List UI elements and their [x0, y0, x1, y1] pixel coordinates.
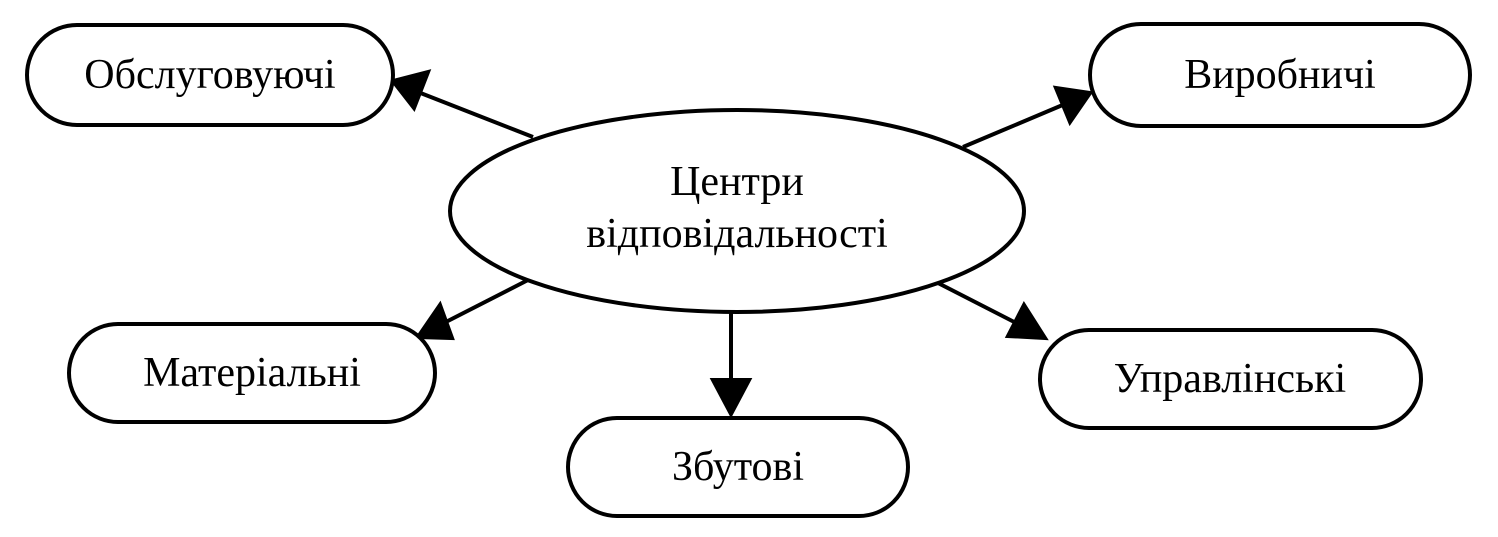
arrow-to-obsluhovuiuchi [389, 69, 534, 139]
center-title-line1: Центри [670, 159, 804, 205]
node-obsluhovuiuchi-label: Обслуговуючі [84, 52, 335, 98]
center-node: Центри відповідальності [448, 108, 1026, 314]
center-title-line2: відповідальності [586, 211, 888, 257]
node-zbutovi: Збутові [566, 416, 910, 518]
node-materialni-label: Матеріальні [143, 350, 361, 396]
arrow-to-vyrobnychi [962, 85, 1094, 149]
node-upravlinski: Управлінські [1038, 328, 1423, 430]
arrow-to-zbutovi [709, 308, 753, 419]
node-materialni: Матеріальні [67, 322, 437, 424]
node-obsluhovuiuchi: Обслуговуючі [25, 23, 395, 127]
node-vyrobnychi: Виробничі [1088, 22, 1472, 128]
arrows [389, 69, 1094, 419]
arrow-to-materialni [414, 278, 529, 341]
node-zbutovi-label: Збутові [672, 444, 804, 490]
arrow-to-upravlinski [937, 281, 1049, 341]
node-vyrobnychi-label: Виробничі [1184, 52, 1376, 98]
node-upravlinski-label: Управлінські [1114, 356, 1346, 402]
